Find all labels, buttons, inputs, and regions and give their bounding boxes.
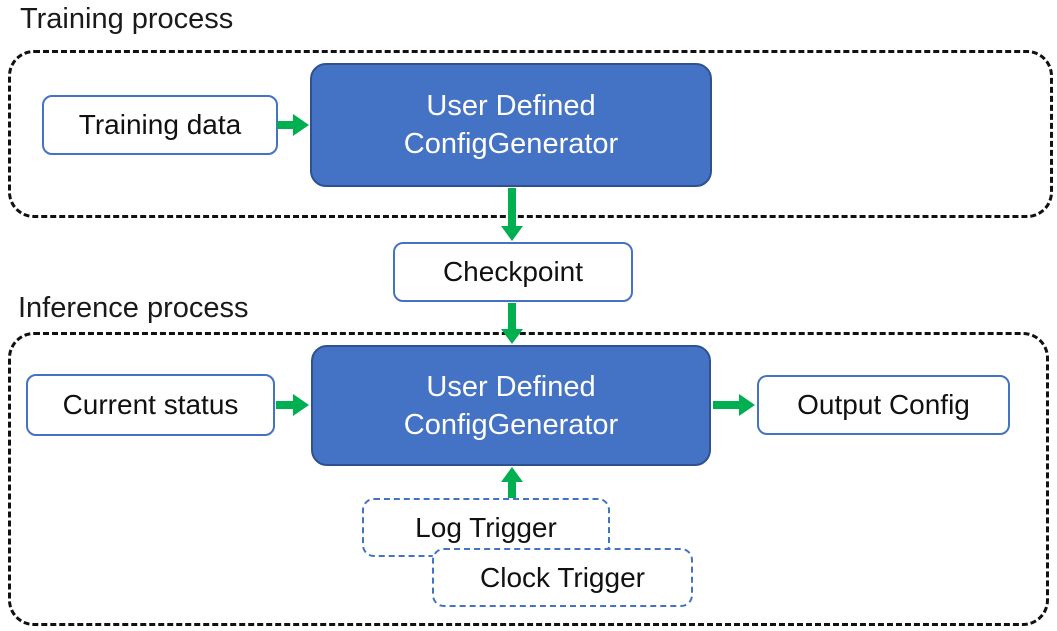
config-generator-inference-line2: ConfigGenerator [403, 408, 619, 441]
training-data-label: Training data [78, 109, 242, 140]
config-generator-inference-line1: User Defined [426, 370, 596, 403]
checkpoint-label: Checkpoint [442, 256, 584, 287]
checkpoint-box: Checkpoint [393, 242, 633, 302]
training-data-box: Training data [42, 95, 278, 155]
log-trigger-label: Log Trigger [415, 511, 557, 543]
output-config-box: Output Config [757, 375, 1010, 435]
clock-trigger-box: Clock Trigger [432, 548, 693, 607]
inference-process-container [8, 332, 1049, 626]
config-generator-training-line1: User Defined [426, 90, 596, 122]
inference-process-title: Inference process [18, 292, 249, 324]
log-trigger-box: Log Trigger [362, 498, 610, 557]
config-generator-training-box: User Defined ConfigGenerator [310, 63, 712, 187]
config-generator-training-line2: ConfigGenerator [403, 128, 619, 160]
training-process-container [8, 50, 1053, 218]
training-process-title: Training process [20, 3, 234, 35]
clock-trigger-label: Clock Trigger [480, 561, 645, 593]
current-status-label: Current status [62, 389, 239, 420]
config-generator-inference-box: User Defined ConfigGenerator [311, 345, 711, 466]
current-status-box: Current status [26, 374, 275, 436]
output-config-label: Output Config [797, 389, 970, 420]
